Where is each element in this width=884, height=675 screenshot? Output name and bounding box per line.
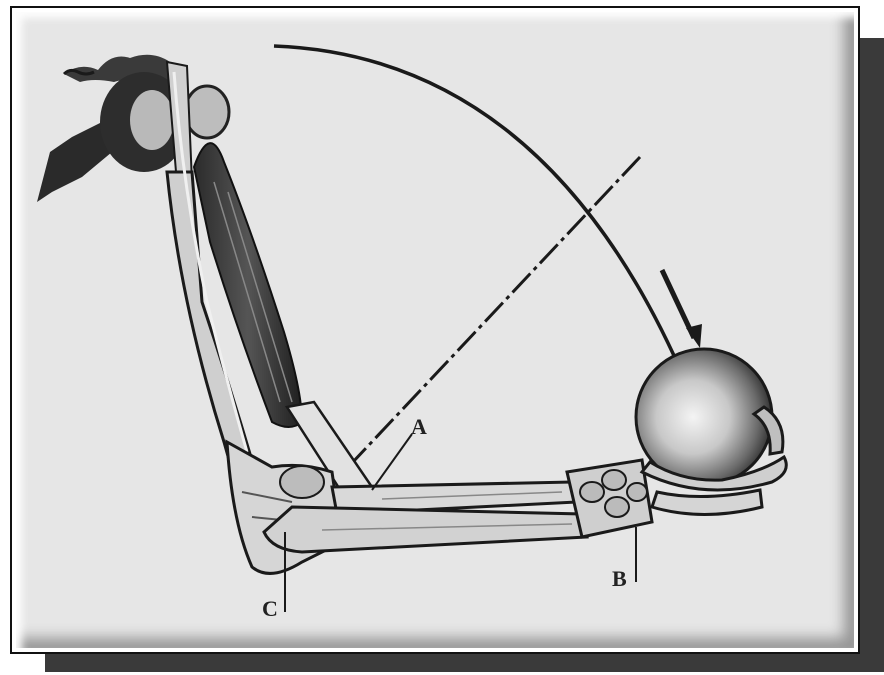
ulna [264,507,587,552]
direction-arrow [662,270,702,348]
leader-line-a [372,434,412,490]
wrist [567,460,652,537]
swing-arc [274,46,702,422]
label-b: B [612,566,627,591]
label-a: A [411,414,427,439]
label-c: C [262,596,278,621]
arm-lever-illustration: A B C [12,8,858,652]
line-of-action [320,157,640,497]
image-frame: A B C [10,6,860,654]
